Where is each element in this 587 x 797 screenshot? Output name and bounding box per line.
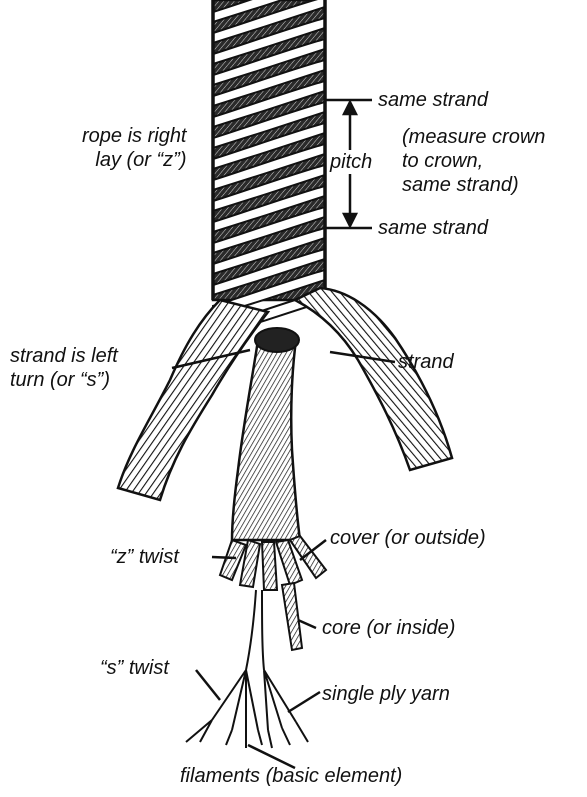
label-rope-right-lay: rope is right lay (or “z”) (82, 124, 187, 172)
label-strand-left-turn-line1: strand is left (10, 344, 118, 368)
yarns-cover (220, 536, 326, 590)
strand-right (295, 288, 452, 470)
label-strand-left-turn-line2: turn (or “s”) (10, 368, 118, 392)
label-measure-note-line1: (measure crown (402, 125, 545, 149)
label-filaments: filaments (basic element) (180, 764, 402, 788)
label-measure-note-line2: to crown, (402, 149, 545, 173)
label-strand: strand (398, 350, 454, 374)
label-same-strand-bottom: same strand (378, 216, 488, 240)
label-single-ply-yarn: single ply yarn (322, 682, 450, 706)
yarn-core (282, 583, 302, 650)
rope-body (213, 0, 325, 337)
label-same-strand-top: same strand (378, 88, 488, 112)
label-z-twist: “z” twist (110, 545, 179, 569)
label-s-twist: “s” twist (100, 656, 169, 680)
label-rope-right-lay-line2: lay (or “z”) (82, 148, 187, 172)
label-strand-left-turn: strand is left turn (or “s”) (10, 344, 118, 392)
label-measure-note: (measure crown to crown, same strand) (402, 125, 545, 197)
label-measure-note-line3: same strand) (402, 173, 545, 197)
label-rope-right-lay-line1: rope is right (82, 124, 187, 148)
label-cover: cover (or outside) (330, 526, 486, 550)
label-core: core (or inside) (322, 616, 455, 640)
label-pitch: pitch (330, 150, 372, 174)
strand-center (232, 328, 300, 540)
